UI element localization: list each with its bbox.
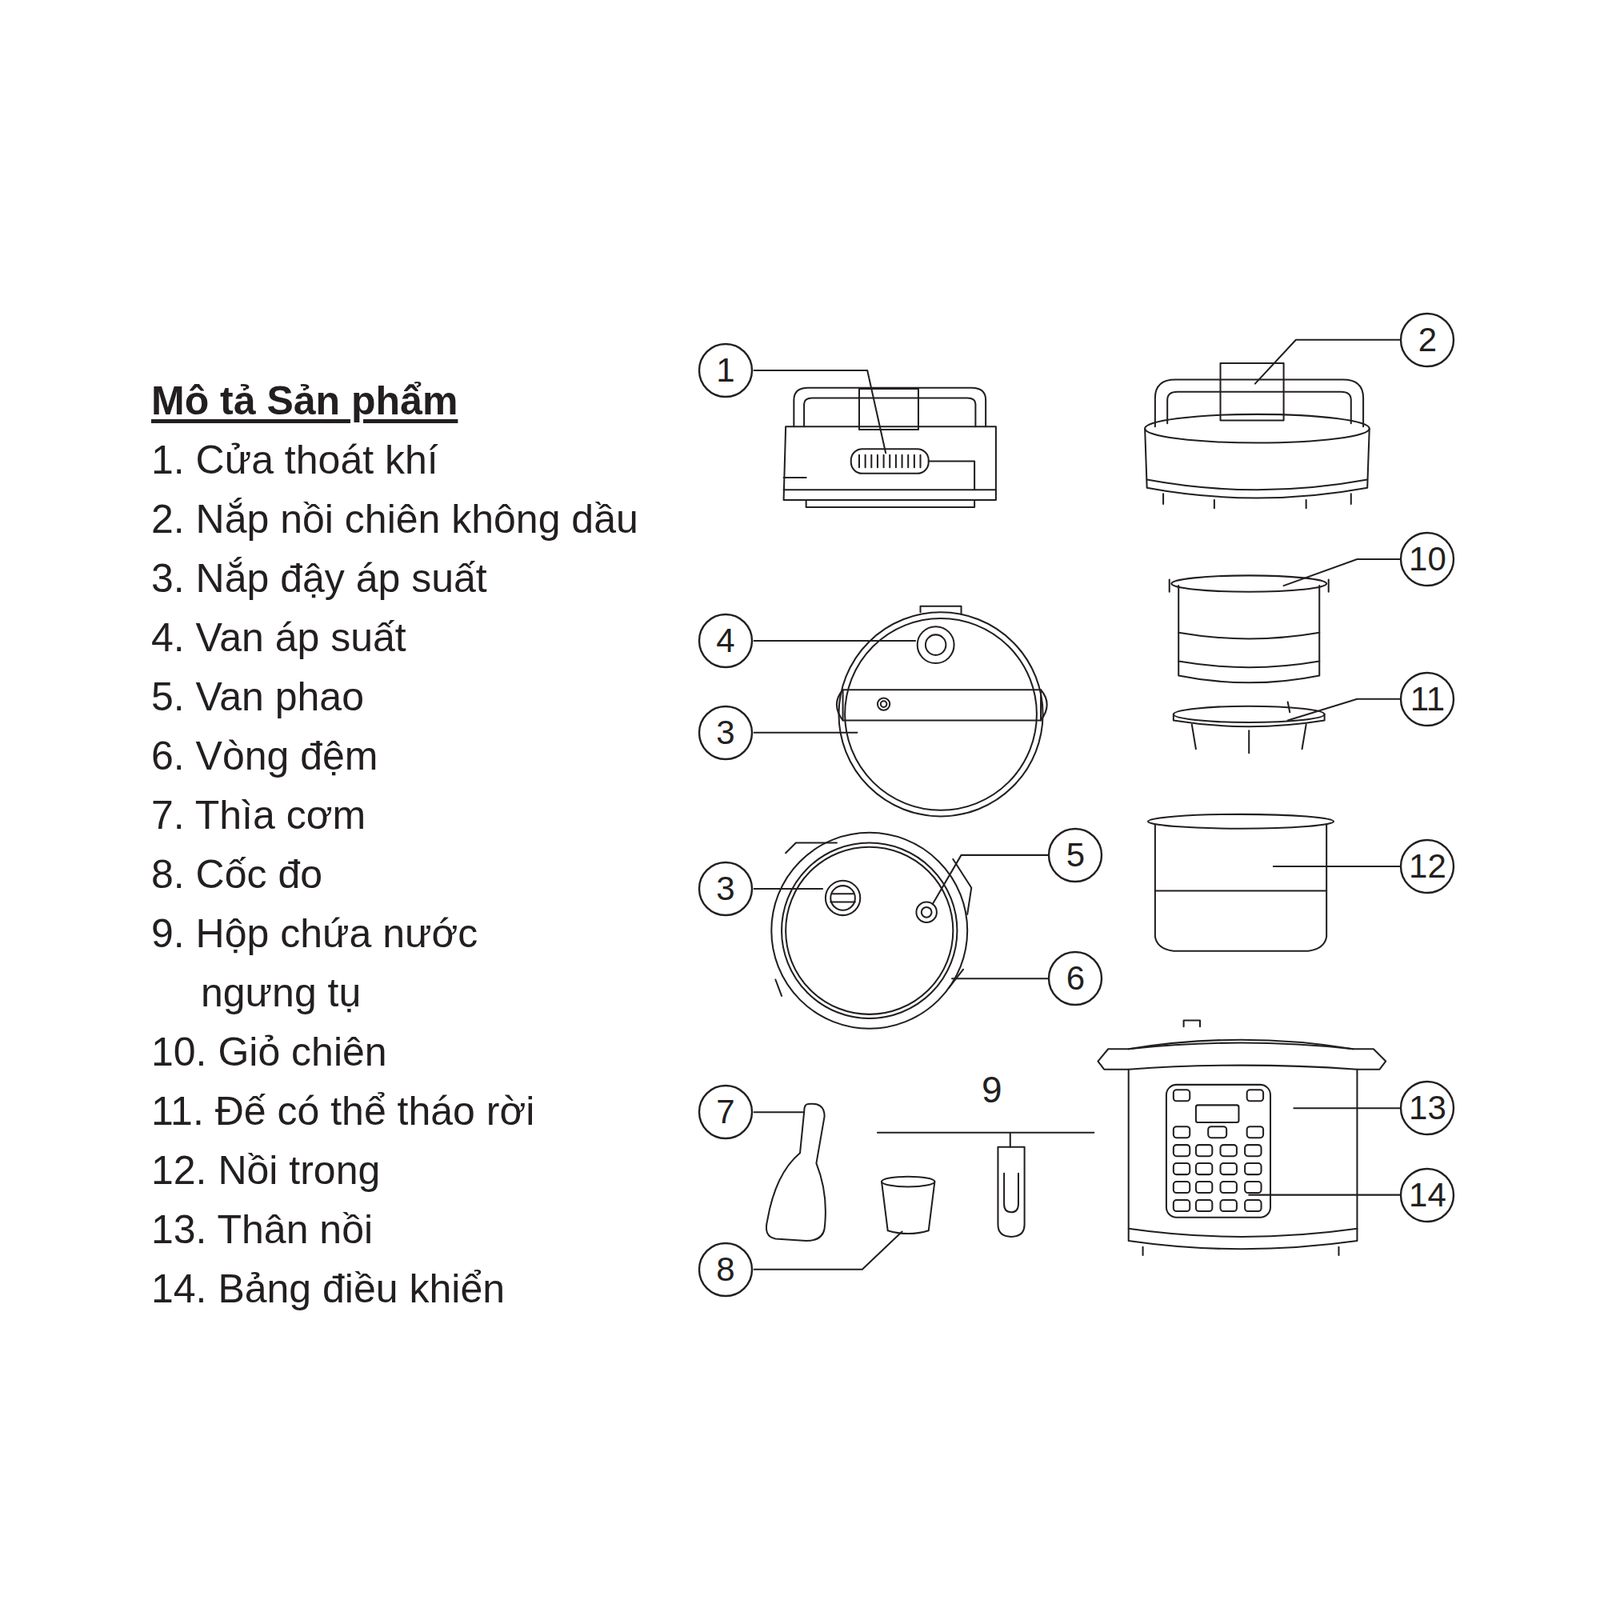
condensation-cup <box>997 1147 1024 1237</box>
bracket-line <box>877 1132 1094 1148</box>
callout-number: 4 <box>697 612 754 669</box>
callout-circle: 11 <box>1399 671 1456 728</box>
air-fryer-lid-side <box>784 388 996 508</box>
callout-number: 3 <box>697 704 754 761</box>
part-name: 9. Hộp chứa nước ngưng tụ <box>151 904 568 1023</box>
callout-circle: 2 <box>1399 312 1456 368</box>
leader-line <box>1288 699 1400 721</box>
callout-number: 5 <box>1047 827 1104 884</box>
callout-circle: 13 <box>1399 1080 1456 1136</box>
callout-number: 10 <box>1399 531 1456 588</box>
callout-circle: 8 <box>697 1241 754 1298</box>
leader-line <box>754 370 887 453</box>
part-name: 3. Nắp đậy áp suất <box>151 548 872 608</box>
callout-number: 13 <box>1399 1080 1456 1136</box>
leader-line <box>932 855 1048 904</box>
cooker-body <box>1097 1020 1386 1256</box>
part-name: 12. Nồi trong <box>151 1140 872 1200</box>
inner-pot <box>1148 814 1334 952</box>
part-name: 11. Đế có thể tháo rời <box>151 1081 872 1141</box>
pressure-lid-underside <box>771 832 972 1029</box>
callout-circle: 3 <box>697 860 754 917</box>
callout-number: 9 <box>960 1065 1024 1114</box>
leader-line <box>1248 1194 1400 1196</box>
leader-line <box>1293 1107 1400 1109</box>
callout-number: 1 <box>697 342 754 399</box>
leader-line <box>754 640 916 642</box>
leader-line <box>1273 865 1400 868</box>
callout-number: 2 <box>1399 312 1456 368</box>
callout-number: 3 <box>697 860 754 917</box>
panel-buttons <box>1173 1089 1264 1212</box>
callout-circle: 3 <box>697 704 754 761</box>
part-name: 6. Vòng đệm <box>151 726 872 786</box>
part-name: 4. Van áp suất <box>151 608 872 668</box>
part-name: 13. Thân nồi <box>151 1200 872 1260</box>
leader-line <box>754 888 823 890</box>
fry-basket <box>1169 575 1329 683</box>
callout-number: 8 <box>697 1241 754 1298</box>
callout-circle: 5 <box>1047 827 1104 884</box>
callout-circle: 6 <box>1047 950 1104 1007</box>
callout-number: 6 <box>1047 950 1104 1007</box>
callout-circle: 12 <box>1399 838 1456 895</box>
part-name: 10. Giỏ chiên <box>151 1022 872 1082</box>
callout-number: 12 <box>1399 838 1456 895</box>
callout-circle: 7 <box>697 1084 754 1140</box>
leader-line <box>952 977 1048 980</box>
leader-line <box>1255 340 1400 384</box>
measuring-cup <box>881 1176 935 1234</box>
leader-line <box>1284 559 1400 586</box>
callout-circle: 14 <box>1399 1167 1456 1224</box>
title: Mô tả Sản phẩm <box>151 371 458 431</box>
callout-circle: 10 <box>1399 531 1456 588</box>
part-name: 7. Thìa cơm <box>151 785 872 845</box>
pressure-lid-top <box>836 606 1048 817</box>
part-name: 1. Cửa thoát khí <box>151 430 872 490</box>
callout-circle: 4 <box>697 612 754 669</box>
callout-number: 14 <box>1399 1167 1456 1224</box>
callout-number: 7 <box>697 1084 754 1140</box>
callout-circle: 1 <box>697 342 754 399</box>
part-name: 2. Nắp nồi chiên không dầu <box>151 489 872 549</box>
leader-line <box>754 1232 903 1270</box>
callout-number: 11 <box>1399 671 1456 728</box>
rice-spoon <box>766 1104 826 1241</box>
part-name: 8. Cốc đo <box>151 844 872 904</box>
air-fryer-lid <box>1144 363 1370 508</box>
part-name: 14. Bảng điều khiển <box>151 1259 872 1319</box>
removable-base <box>1173 702 1325 754</box>
leader-line <box>754 732 858 734</box>
leader-line <box>754 1111 805 1113</box>
part-name: 5. Van phao <box>151 667 872 727</box>
